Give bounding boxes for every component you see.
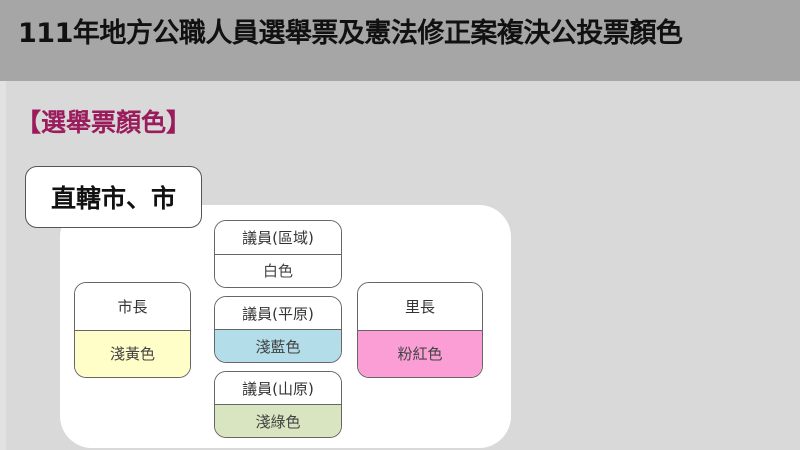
section-title: 【選舉票顏色】 [16, 108, 192, 137]
ballot-councilor-district: 議員(區域) 白色 [214, 220, 342, 288]
ballot-color-label: 淺綠色 [215, 405, 341, 437]
ballot-village-chief: 里長 粉紅色 [357, 282, 483, 378]
ballot-office-label: 市長 [75, 283, 190, 331]
left-edge-strip [0, 81, 6, 450]
ballot-councilor-mountain-indigenous: 議員(山原) 淺綠色 [214, 371, 342, 438]
ballot-office-label: 議員(山原) [215, 372, 341, 405]
ballot-color-label: 淺黃色 [75, 330, 190, 377]
ballot-councilor-plains-indigenous: 議員(平原) 淺藍色 [214, 296, 342, 363]
category-label: 直轄市、市 [25, 166, 202, 228]
ballot-color-label: 淺藍色 [215, 330, 341, 362]
ballot-office-label: 議員(區域) [215, 221, 341, 255]
ballot-office-label: 議員(平原) [215, 297, 341, 330]
header-band [0, 0, 800, 81]
ballot-office-label: 里長 [358, 283, 482, 331]
page-title: 111年地方公職人員選舉票及憲法修正案複決公投票顏色 [18, 18, 683, 49]
ballot-mayor: 市長 淺黃色 [74, 282, 191, 378]
ballot-color-label: 白色 [215, 254, 341, 287]
ballot-color-label: 粉紅色 [358, 330, 482, 377]
